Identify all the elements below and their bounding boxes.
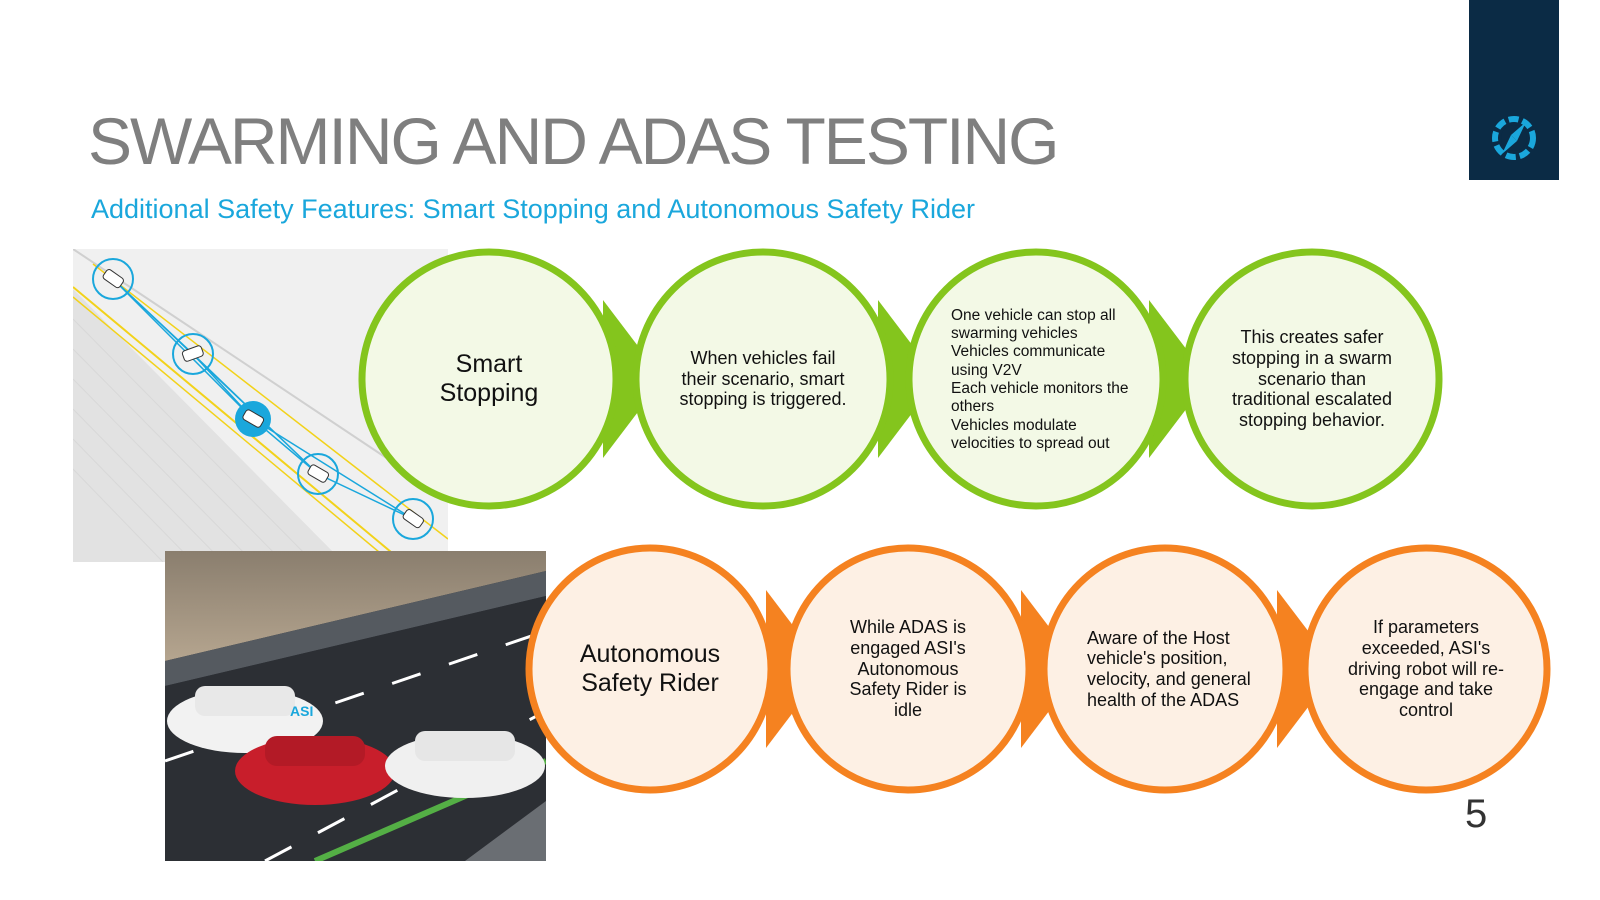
circle-safety-rider	[525, 544, 775, 794]
list-item: Vehicles communicate using V2V	[951, 343, 1106, 379]
arrow-3	[1149, 300, 1209, 458]
circle-step-3	[1181, 248, 1443, 510]
smart-stopping-step-2: One vehicle can stop all swarming vehicl…	[951, 284, 1129, 476]
page-number: 5	[1465, 792, 1488, 836]
step-2-list: One vehicle can stop all swarming vehicl…	[951, 307, 1129, 453]
circle-step-1	[632, 248, 894, 510]
safety-rider-step-3: If parameters exceeded, ASI's driving ro…	[1347, 617, 1505, 721]
list-item: Vehicles modulate velocities to spread o…	[951, 416, 1110, 452]
smart-stopping-step-3: This creates safer stopping in a swarm s…	[1231, 327, 1393, 431]
smart-stopping-label: Smart Stopping	[439, 350, 539, 407]
slide-subtitle: Additional Safety Features: Smart Stoppi…	[91, 194, 976, 224]
smart-stopping-flow	[358, 248, 1443, 510]
circle-step-2	[905, 248, 1167, 510]
gear-compass-icon	[1492, 116, 1536, 160]
adas-cars-image: ASI	[165, 551, 546, 861]
slide-title: SWARMING AND ADAS TESTING	[88, 104, 1059, 178]
circle-smart-stopping	[358, 248, 620, 510]
safety-rider-step-1: While ADAS is engaged ASI's Autonomous S…	[849, 617, 967, 721]
list-item: Each vehicle monitors the others	[951, 380, 1129, 416]
smart-stopping-step-1: When vehicles fail their scenario, smart…	[679, 347, 847, 410]
safety-rider-step-2: Aware of the Host vehicle's position, ve…	[1087, 627, 1251, 710]
car-logo-text: ASI	[290, 703, 313, 719]
circle-step-4	[783, 544, 1033, 794]
list-item: One vehicle can stop all swarming vehicl…	[951, 306, 1116, 343]
safety-rider-flow	[525, 544, 1551, 794]
circle-step-5	[1040, 544, 1290, 794]
safety-rider-label: Autonomous Safety Rider	[579, 640, 721, 697]
corner-banner	[1469, 0, 1559, 180]
circle-step-6	[1301, 544, 1551, 794]
